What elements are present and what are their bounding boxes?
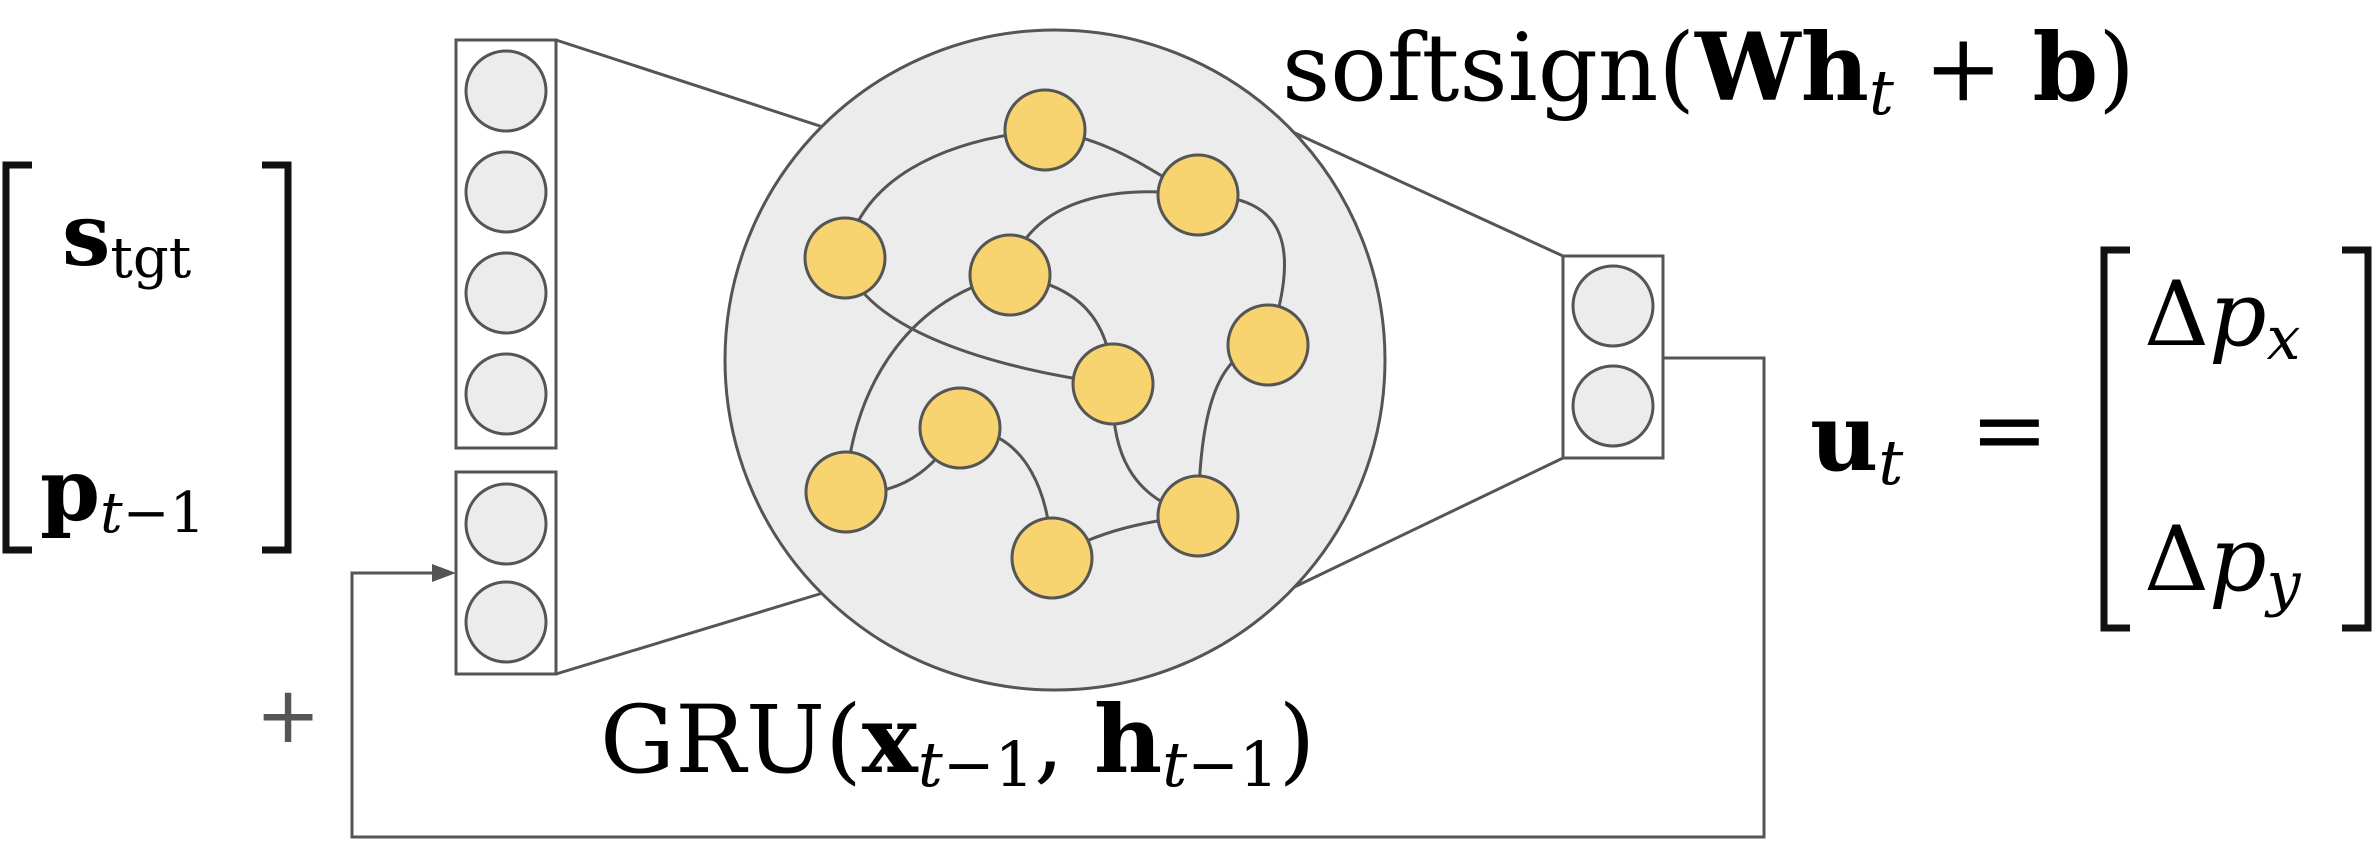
- feedback-arrow-head: [432, 564, 456, 582]
- gru-neurons: [803, 88, 1310, 600]
- output-u: u: [1810, 383, 1878, 493]
- gru-x-subscript-var: t: [918, 728, 943, 801]
- input-cell: [464, 150, 548, 234]
- output-cell: [1571, 264, 1655, 348]
- gru-x-subscript-rest: −1: [943, 728, 1034, 801]
- input-cell: [464, 580, 548, 664]
- input-cell: [464, 251, 548, 335]
- neuron: [918, 386, 1002, 470]
- neuron: [1003, 88, 1087, 172]
- gru-x: x: [862, 685, 919, 795]
- output-left-bracket: [2100, 246, 2130, 632]
- funnel-line-output-top: [1283, 126, 1564, 258]
- input-s-symbol: s: [62, 185, 110, 286]
- output-dpy-subscript: y: [2264, 549, 2302, 619]
- output-entry-dpy: Δpy: [2144, 507, 2302, 619]
- funnel-line-input-top: [555, 38, 827, 130]
- output-dpy-delta: Δ: [2144, 507, 2209, 612]
- output-lhs: ut: [1810, 383, 1903, 499]
- output-u-subscript: t: [1878, 426, 1903, 499]
- input-cell: [464, 482, 548, 566]
- input-s-subscript: tgt: [110, 226, 191, 291]
- input-cells-lower: [454, 470, 558, 676]
- neuron: [803, 216, 887, 300]
- neuron: [1156, 153, 1240, 237]
- input-p-symbol: p: [40, 440, 100, 541]
- feedback-loop: [350, 356, 1766, 839]
- softsign-func: softsign(: [1282, 14, 1695, 123]
- input-entry-s-tgt: stgt: [62, 185, 192, 291]
- gru-h-subscript-rest: −1: [1187, 728, 1278, 801]
- neuron: [1226, 303, 1310, 387]
- input-cells-upper: [454, 38, 558, 450]
- plus-sign: +: [255, 671, 320, 761]
- funnel-lines: [555, 38, 1564, 676]
- output-right-bracket: [2342, 246, 2372, 632]
- neuron: [1071, 342, 1155, 426]
- output-dpx-subscript: x: [2267, 304, 2301, 374]
- input-entry-p-prev: pt−1: [40, 440, 205, 546]
- softsign-close: ): [2098, 14, 2135, 123]
- output-equals: =: [1970, 376, 2049, 485]
- softsign-h-subscript: t: [1869, 56, 1894, 129]
- input-cell: [464, 49, 548, 133]
- softsign-h: h: [1801, 13, 1869, 123]
- neuron: [968, 233, 1052, 317]
- softsign-plus: +: [1894, 14, 2033, 123]
- input-p-subscript-var: t: [100, 481, 123, 546]
- softsign-b: b: [2032, 13, 2098, 123]
- input-vector: stgt pt−1: [2, 161, 292, 554]
- softsign-W: W: [1694, 13, 1802, 123]
- output-cells: [1561, 254, 1665, 460]
- funnel-line-output-bottom: [1283, 456, 1564, 594]
- gru-label: GRU(xt−1, ht−1): [600, 685, 1315, 801]
- feedback-arrow-line: [350, 356, 1766, 839]
- gru-network: [723, 28, 1387, 692]
- output-dpx-delta: Δ: [2144, 262, 2209, 367]
- neuron: [804, 450, 888, 534]
- gru-close: ): [1279, 686, 1316, 795]
- output-cell: [1571, 364, 1655, 448]
- neuron: [1010, 516, 1094, 600]
- gru-func: GRU(: [600, 686, 862, 795]
- output-equation: ut = Δpx Δpy: [1810, 246, 2372, 632]
- output-dpx-var: p: [2209, 262, 2267, 367]
- output-entry-dpx: Δpx: [2144, 262, 2300, 374]
- input-p-subscript-rest: −1: [123, 481, 206, 546]
- input-right-bracket: [262, 161, 292, 554]
- softsign-label: softsign(Wht + b): [1282, 13, 2135, 129]
- gru-h: h: [1094, 685, 1162, 795]
- neuron: [1156, 474, 1240, 558]
- gru-comma: ,: [1034, 686, 1094, 795]
- gru-h-subscript-var: t: [1162, 728, 1187, 801]
- funnel-line-input-bottom: [555, 590, 827, 676]
- input-cell: [464, 352, 548, 436]
- output-dpy-var: p: [2209, 507, 2267, 612]
- input-left-bracket: [2, 161, 32, 554]
